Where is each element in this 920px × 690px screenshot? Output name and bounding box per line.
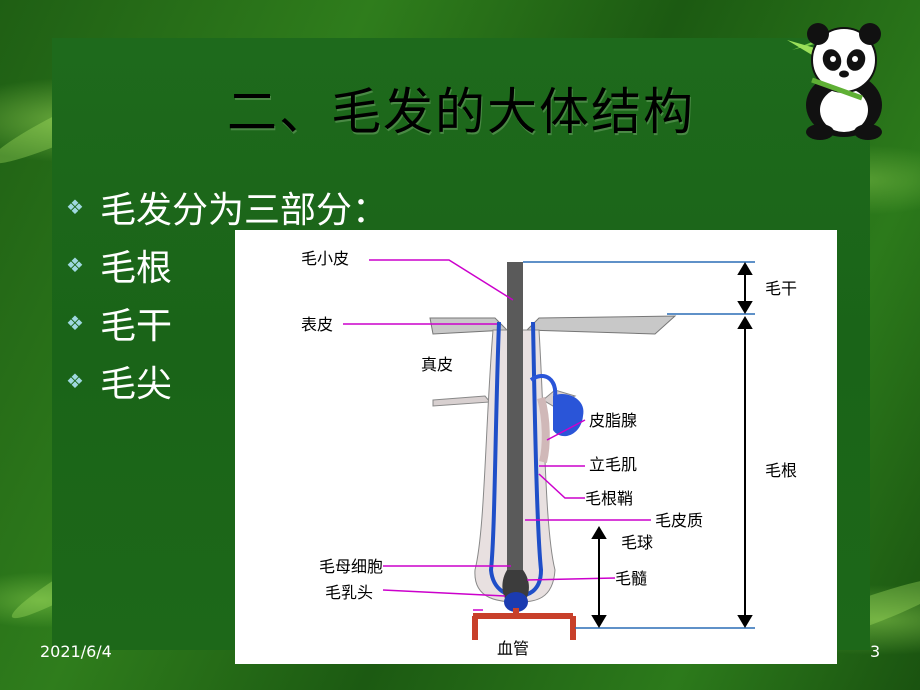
- label-root-sheath: 毛根鞘: [585, 489, 633, 508]
- label-epidermis: 表皮: [301, 315, 333, 334]
- label-cortex: 毛皮质: [655, 511, 703, 530]
- hair-structure-diagram: 毛小皮 表皮 真皮 皮脂腺 立毛肌 毛根鞘 毛皮质 毛球 毛母细胞 毛髓 毛乳头…: [235, 230, 837, 664]
- label-cuticle: 毛小皮: [301, 249, 349, 268]
- label-dermis: 真皮: [421, 355, 453, 374]
- papilla-shape: [504, 592, 528, 612]
- label-hair-root: 毛根: [765, 461, 797, 480]
- dermis-layer: [432, 395, 492, 407]
- blood-vessel-shape: [472, 608, 576, 640]
- bullet-text: 毛尖: [100, 364, 173, 405]
- panda-icon: [787, 23, 882, 140]
- bullet-text: 毛发分为三部分：: [100, 190, 389, 231]
- epidermis-shape: [525, 315, 677, 335]
- measure-lines: [523, 261, 755, 629]
- leader-lines: [343, 259, 651, 611]
- hair-structure-svg: 毛小皮 表皮 真皮 皮脂腺 立毛肌 毛根鞘 毛皮质 毛球 毛母细胞 毛髓 毛乳头…: [301, 249, 797, 658]
- label-medulla: 毛髓: [615, 569, 647, 588]
- bullet-text: 毛根: [100, 248, 173, 289]
- bullet-item: ❖ 毛尖: [66, 352, 388, 410]
- bullet-list: ❖ 毛发分为三部分： ❖ 毛根 ❖ 毛干 ❖ 毛尖: [66, 178, 388, 410]
- diamond-bullet-icon: ❖: [66, 311, 84, 335]
- dimension-arrows: [591, 262, 753, 628]
- bullet-item: ❖ 毛干: [66, 294, 388, 352]
- bullet-item: ❖ 毛根: [66, 236, 388, 294]
- bullet-text: 毛干: [100, 306, 173, 347]
- label-hair-bulb: 毛球: [621, 533, 653, 552]
- slide-page-number: 3: [870, 642, 881, 661]
- label-hair-shaft: 毛干: [765, 279, 797, 298]
- label-blood-vessel: 血管: [497, 639, 529, 658]
- slide-title: 二、毛发的大体结构: [227, 83, 695, 141]
- diamond-bullet-icon: ❖: [66, 253, 84, 277]
- hair-shaft-shape: [507, 262, 523, 582]
- gland-duct-shape: [529, 374, 558, 397]
- label-matrix-cells: 毛母细胞: [319, 557, 383, 576]
- label-papilla: 毛乳头: [325, 583, 373, 602]
- label-sebaceous-gland: 皮脂腺: [589, 411, 637, 430]
- diamond-bullet-icon: ❖: [66, 369, 84, 393]
- diamond-bullet-icon: ❖: [66, 195, 84, 219]
- arrector-pili-shape: [537, 396, 550, 463]
- slide-date: 2021/6/4: [40, 642, 112, 661]
- sebaceous-gland-shape: [553, 394, 584, 437]
- label-arrector-pili: 立毛肌: [589, 455, 637, 474]
- bullet-item: ❖ 毛发分为三部分：: [66, 178, 388, 236]
